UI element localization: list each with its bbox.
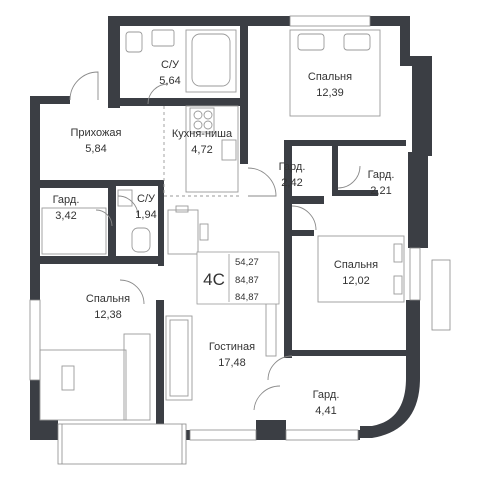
bed1-area: 12,39 (316, 87, 344, 99)
bath2-name: С/У (137, 193, 156, 205)
kitchen-name: Кухня-ниша (172, 128, 233, 140)
living-area: 17,48 (218, 357, 246, 369)
ward1-name: Гард. (279, 161, 306, 173)
dining-table (167, 205, 209, 255)
ward4-area: 4,41 (315, 405, 336, 417)
apartment-badge: 4С 54,27 84,87 84,87 (196, 251, 280, 305)
ward1-area: 2,42 (281, 177, 302, 189)
bed3-area: 12,38 (94, 309, 122, 321)
bed1-name: Спальня (308, 71, 352, 83)
kitchen-fixtures (163, 105, 240, 197)
bath1-name: С/У (161, 59, 180, 71)
apartment-code: 4С (203, 270, 225, 289)
hall-name: Прихожая (71, 127, 122, 139)
walls (30, 16, 432, 440)
bed3-furniture (39, 333, 151, 421)
ward4-name: Гард. (313, 389, 340, 401)
ward3-name: Гард. (53, 194, 80, 206)
living-name: Гостиная (209, 341, 255, 353)
windows (29, 15, 451, 465)
badge-value-1: 54,27 (235, 257, 259, 268)
hall-area: 5,84 (85, 143, 106, 155)
ward3-area: 3,42 (55, 210, 76, 222)
badge-value-3: 84,87 (235, 292, 259, 303)
bath2-area: 1,94 (135, 209, 156, 221)
bath2-fixtures (117, 189, 151, 253)
bath1-fixtures (125, 29, 237, 93)
bed2-area: 12,02 (342, 275, 370, 287)
ward3-fixtures (41, 207, 107, 255)
bath1-area: 5,64 (159, 75, 180, 87)
room-labels: С/У 5,64 Спальня 12,39 Прихожая 5,84 Кух… (53, 59, 395, 417)
bed3-name: Спальня (86, 293, 130, 305)
bed1-furniture (289, 29, 381, 117)
doors (69, 71, 361, 411)
bed2-furniture (317, 235, 405, 303)
badge-value-2: 84,87 (235, 275, 259, 286)
ward2-area: 2,21 (370, 185, 391, 197)
kitchen-area: 4,72 (191, 144, 212, 156)
ward2-name: Гард. (368, 169, 395, 181)
bed2-name: Спальня (334, 259, 378, 271)
